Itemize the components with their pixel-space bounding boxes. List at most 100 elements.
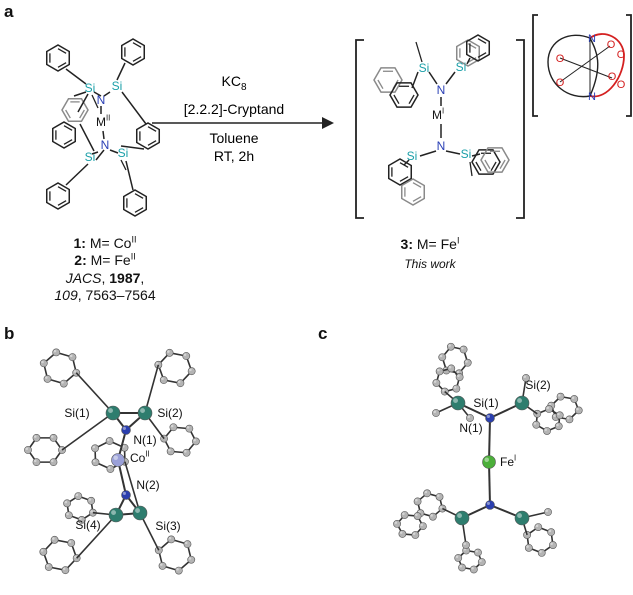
conditions-label: RT, 2h [214,148,254,164]
carbon-atom [32,458,41,467]
carbon-atom [432,379,441,387]
panel-label-b: b [4,324,15,343]
bond [93,91,102,97]
o-label: O [617,49,626,61]
cryptand-strand [589,37,599,97]
si1-label: Si(1) [473,396,498,410]
carbon-atom [524,543,533,552]
carbon-atom [67,539,76,547]
carbon-atom [446,342,455,351]
carbon-atom [52,348,61,357]
bond [488,417,491,463]
carbon-atom [477,558,486,566]
bond [109,149,119,154]
bond [103,91,111,97]
si-atom [137,405,153,421]
fe-label: FeI [500,454,516,469]
si2-label: Si(2) [157,406,182,420]
carbon-atom [167,535,176,544]
carbon-atom [466,414,474,422]
n-label: N [588,33,596,45]
n-label: N [437,83,446,97]
bond [91,94,99,109]
bond [75,372,114,414]
carbon-atom [106,465,115,473]
reaction-arrow [152,117,334,129]
bond [91,151,99,155]
bond [121,91,147,125]
solvent-label: Toluene [209,130,258,146]
carbon-atom [548,541,557,549]
compound-2-label: 2: M= FeII [74,251,136,268]
bond [144,364,160,414]
si2-label: Si(2) [525,378,550,392]
bond [120,145,145,150]
carbon-atom [398,530,407,538]
bond [428,71,438,85]
n1-label: N(1) [133,433,156,447]
carbon-atom [438,353,447,362]
fe-atom [482,455,496,469]
carbon-atom [432,409,440,417]
phenyl-ring [120,38,146,66]
bond [65,68,87,85]
this-work-label: This work [404,257,456,271]
carbon-atom [43,374,52,383]
si-label: Si [461,147,472,161]
bond [125,160,134,191]
coordination-line [559,57,613,79]
bond [120,159,127,171]
si1-label: Si(1) [64,406,89,420]
bracket-left [532,14,538,117]
bond [471,153,481,157]
si4-label: Si(4) [75,518,100,532]
carbon-atom [63,499,72,508]
bond [419,150,437,157]
carbon-atom [463,358,472,367]
o-label: O [556,77,565,89]
carbon-atom [105,437,114,445]
carbon-atom [534,523,543,531]
bond [415,41,423,63]
co-label: CoII [130,450,150,465]
phenyl-ring [389,82,419,108]
bond [411,71,419,89]
carbon-atom [183,540,192,549]
carbon-atom [169,423,178,432]
o-label: O [607,39,616,51]
coordination-line [559,45,611,83]
carbon-atom [565,415,574,424]
reagent-kc8: KC8 [221,73,246,93]
bracket-left [355,39,364,219]
carbon-atom [413,512,422,520]
bond [466,57,471,65]
carbon-atom [39,547,48,556]
carbon-atom [400,511,409,519]
bond [124,461,141,514]
metal-label: MII [96,114,110,129]
phenyl-ring [465,34,491,62]
phenyl-ring [51,121,77,149]
bond [73,91,87,97]
phenyl-ring-back [480,147,510,173]
bond [77,93,89,113]
carbon-atom [159,376,168,384]
phenyl-ring [135,122,161,150]
carbon-atom [74,492,83,500]
carbon-atom [532,420,541,429]
phenyl-ring [387,158,413,186]
si-atom [450,395,466,411]
si-label: Si [85,81,96,95]
si3-label: Si(3) [155,519,180,533]
bond [445,150,461,155]
carbon-atom [458,563,466,572]
bond [116,62,126,81]
carbon-atom [61,566,70,575]
carbon-atom [59,379,68,388]
carbon-atom [435,492,444,501]
co-atom [111,453,125,467]
reference-line-2: 109, 7563–7564 [54,287,156,303]
reference-line-1: JACS, 1987, [65,270,145,286]
carbon-atom [574,406,583,415]
